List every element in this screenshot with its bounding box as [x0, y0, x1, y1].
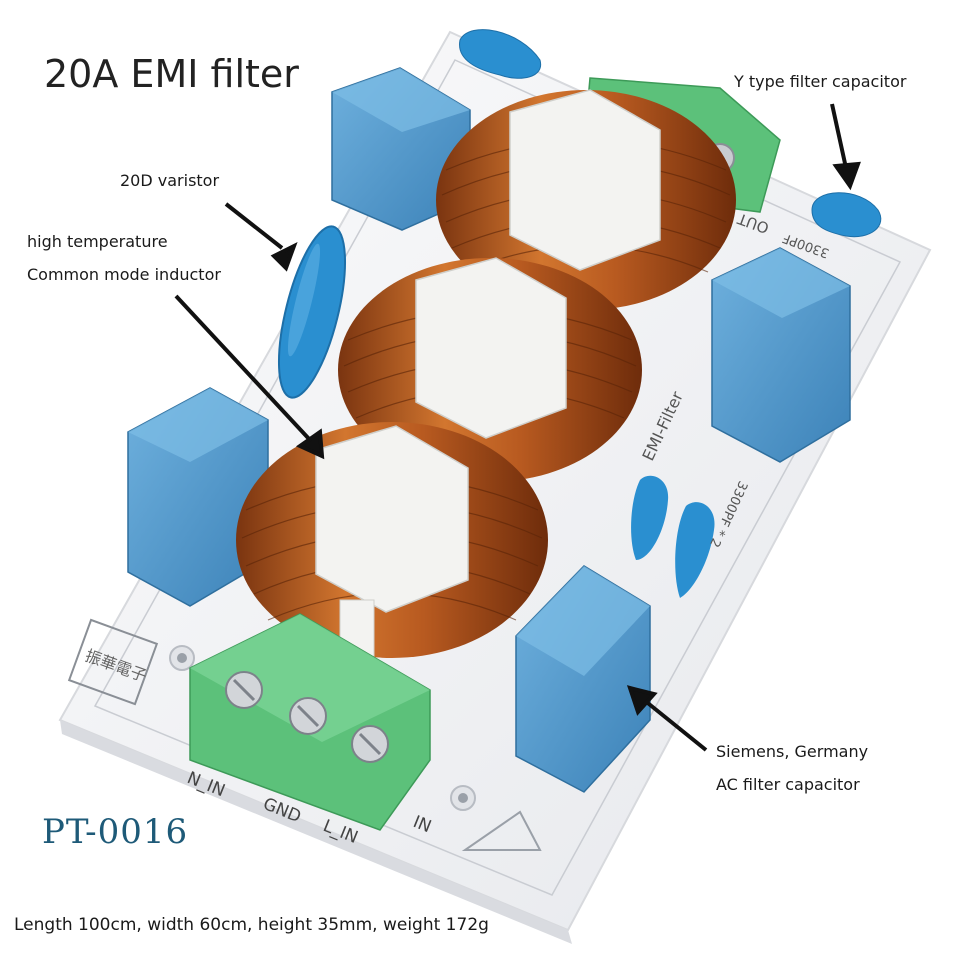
dimensions-caption: Length 100cm, width 60cm, height 35mm, w… [14, 915, 489, 935]
board-label-in: IN [410, 812, 434, 837]
y-capacitor-right [811, 192, 882, 238]
y-capacitor-mid-2 [675, 502, 715, 598]
x-capacitor-left [127, 387, 269, 607]
x-capacitor-right [711, 247, 851, 463]
common-mode-inductor-back [436, 89, 736, 310]
annotation-inductor-line1: high temperature [27, 232, 168, 251]
y-capacitor-mid-1 [631, 475, 669, 560]
arrow-varistor [224, 202, 284, 250]
pcb-board-edge [60, 720, 572, 944]
common-mode-inductor-front [236, 422, 548, 661]
model-number: PT-0016 [42, 812, 189, 852]
x-capacitor-top-left [331, 67, 471, 231]
arrow-inductor [174, 294, 312, 442]
page-title: 20A EMI filter [44, 52, 299, 96]
mounting-hole [177, 653, 187, 663]
arrow-y-cap [830, 103, 848, 169]
varistor-disc-highlight [287, 243, 321, 357]
warning-symbol [461, 810, 542, 851]
mounting-hole [458, 793, 468, 803]
arrow-x-cap [642, 698, 708, 752]
annotation-varistor: 20D varistor [120, 171, 220, 190]
varistor-disc [277, 225, 347, 399]
brand-mark-box [67, 618, 159, 706]
x-capacitor-bottom-right [515, 565, 651, 793]
terminal-block-in [189, 613, 431, 831]
annotation-x-cap-line2: AC filter capacitor [716, 775, 860, 794]
annotation-inductor-line2: Common mode inductor [27, 265, 221, 284]
annotation-x-cap-line1: Siemens, Germany [716, 742, 869, 761]
annotation-y-cap: Y type filter capacitor [734, 72, 907, 91]
y-capacitor-top [459, 29, 542, 79]
annotation-arrows [174, 103, 861, 752]
